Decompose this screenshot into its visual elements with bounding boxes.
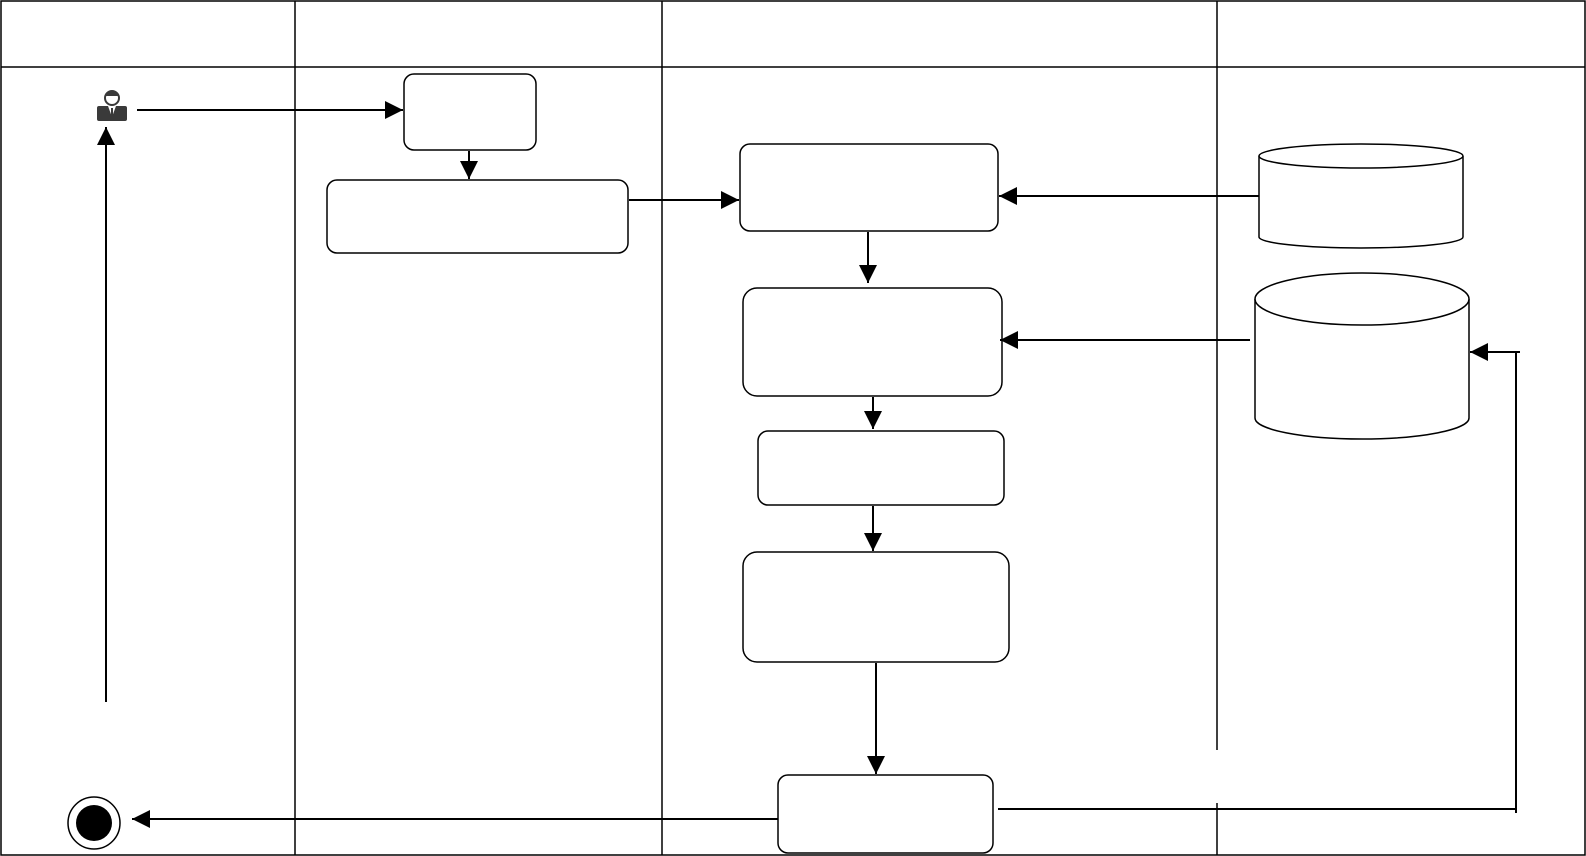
node-a [403,73,537,151]
activity-nodes [326,73,1010,854]
user-icon [97,90,127,121]
edges [97,101,1520,828]
node-c [739,143,999,232]
final-state-icon [67,796,121,850]
node-b [326,179,629,254]
node-e [757,430,1005,506]
edge-node-g-to-db-bottom [998,343,1517,810]
database-bottom [1254,272,1470,440]
node-d [742,287,1003,397]
database-top [1258,143,1464,249]
node-f [742,551,1010,663]
node-g [777,774,994,854]
